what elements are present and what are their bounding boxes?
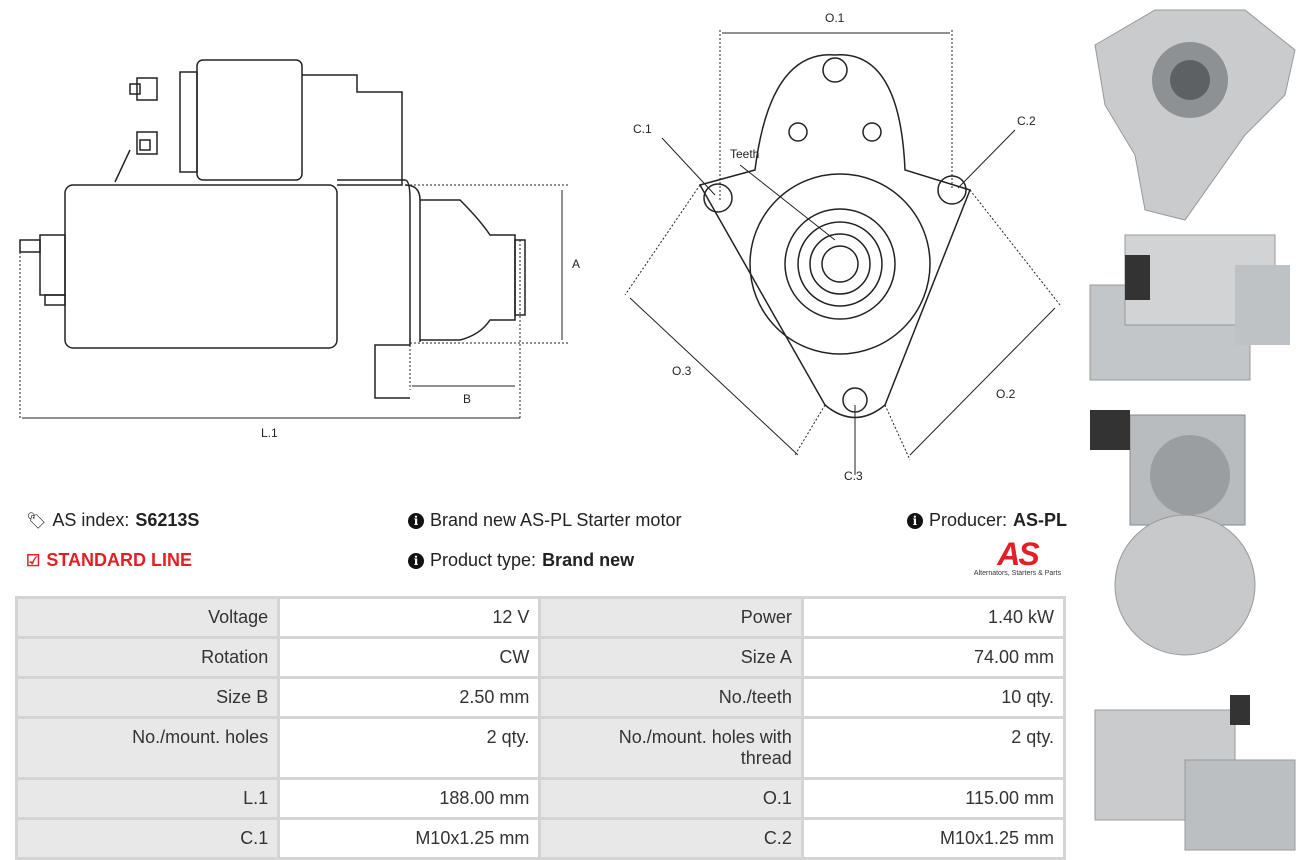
- photo-side-top: [1089, 234, 1290, 381]
- spec-value: 2.50 mm: [277, 676, 542, 719]
- dim-a-label: A: [572, 257, 580, 271]
- spec-label: Size A: [538, 636, 804, 679]
- info-icon: i: [906, 512, 923, 529]
- as-pl-logo: AS Alternators, Starters & Parts: [973, 536, 1062, 577]
- spec-label: Rotation: [14, 636, 281, 679]
- spec-value: M10x1.25 mm: [277, 817, 542, 860]
- spec-label: C.1: [14, 817, 281, 860]
- checkbox-icon: ☑: [26, 552, 41, 570]
- dim-c1-label: C.1: [633, 122, 652, 136]
- info-icon: i: [408, 512, 424, 529]
- dim-c3-label: C.3: [844, 469, 863, 483]
- spec-label: No./mount. holes: [14, 716, 281, 780]
- spec-value: 12 V: [277, 596, 542, 639]
- photo-rear: [1090, 410, 1256, 656]
- as-index-value: S6213S: [135, 510, 200, 530]
- spec-value: 115.00 mm: [800, 777, 1067, 820]
- dim-o1-label: O.1: [825, 11, 845, 25]
- photo-side-bottom: [1094, 695, 1296, 851]
- as-index: 🏷 AS index:S6213S: [26, 510, 200, 530]
- standard-line-badge: ☑ STANDARD LINE: [26, 550, 193, 570]
- spec-label: Size B: [14, 676, 281, 719]
- spec-label: Power: [538, 596, 804, 639]
- tag-icon: 🏷: [26, 512, 47, 530]
- spec-value: CW: [277, 636, 542, 679]
- product-photos: [1089, 9, 1296, 851]
- dim-o2-label: O.2: [996, 387, 1016, 401]
- spec-value: 188.00 mm: [277, 777, 542, 820]
- spec-value: 2 qty.: [800, 716, 1067, 780]
- spec-label: L.1: [14, 777, 281, 820]
- spec-label: O.1: [538, 777, 804, 820]
- spec-value: 1.40 kW: [800, 596, 1067, 639]
- spec-value: M10x1.25 mm: [800, 817, 1067, 860]
- spec-value: 74.00 mm: [800, 636, 1067, 679]
- info-icon: i: [408, 552, 424, 569]
- photo-front: [1094, 9, 1296, 221]
- spec-value: 10 qty.: [800, 676, 1067, 719]
- dim-c2-label: C.2: [1017, 114, 1036, 128]
- spec-label: No./mount. holes with thread: [538, 716, 804, 780]
- front-view-diagram: O.1 O.3 O.2 C.1 C.2 C.3 Teeth: [624, 11, 1061, 483]
- teeth-label: Teeth: [730, 147, 759, 161]
- dim-b-label: B: [463, 392, 471, 406]
- spec-label: C.2: [538, 817, 804, 860]
- spec-label: Voltage: [14, 596, 281, 639]
- dim-o3-label: O.3: [672, 364, 692, 378]
- spec-value: 2 qty.: [277, 716, 542, 780]
- dim-l1-label: L.1: [261, 426, 278, 440]
- spec-label: No./teeth: [538, 676, 804, 719]
- side-view-diagram: A B L.1: [19, 59, 580, 440]
